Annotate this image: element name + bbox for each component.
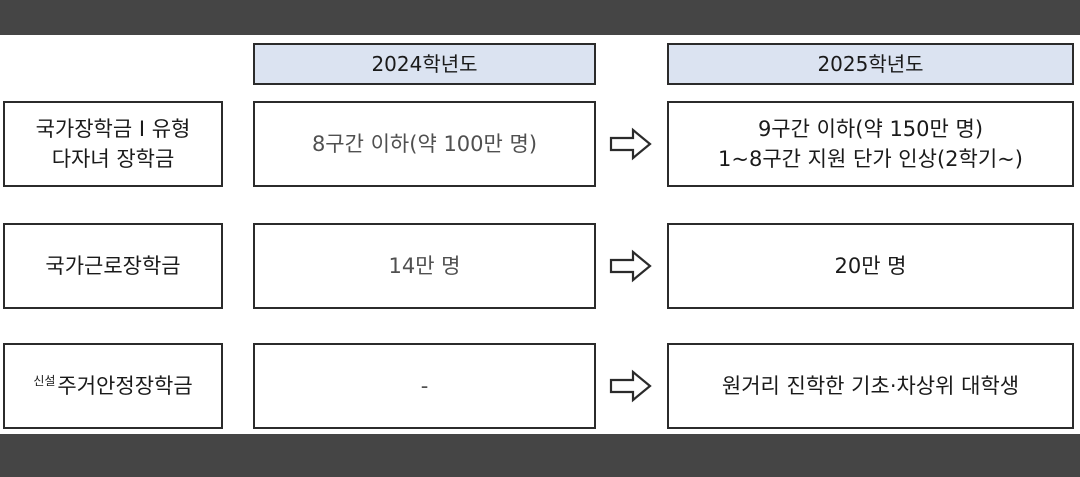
row-3-2024: - — [253, 343, 596, 429]
row-1-label: 국가장학금 I 유형 다자녀 장학금 — [3, 101, 223, 187]
row-2-label: 국가근로장학금 — [3, 223, 223, 309]
row-1-label-line-2: 다자녀 장학금 — [51, 147, 175, 171]
header-2025-label: 2025학년도 — [817, 52, 924, 76]
row-3-2025-line-1: 원거리 진학한 기초·차상위 대학생 — [721, 374, 1020, 398]
row-2-2025: 20만 명 — [667, 223, 1074, 309]
row-2-2024: 14만 명 — [253, 223, 596, 309]
row-1-2025-line-1: 9구간 이하(약 150만 명) — [757, 117, 984, 141]
row-1-2024-line-1: 8구간 이하(약 100만 명) — [311, 132, 538, 156]
row-3-2025: 원거리 진학한 기초·차상위 대학생 — [667, 343, 1074, 429]
row-1-label-line-1: 국가장학금 I 유형 — [35, 117, 191, 141]
row-2-2025-line-1: 20만 명 — [834, 254, 907, 278]
arrow-right-outline-icon — [609, 127, 652, 161]
row-2-2024-line-1: 14만 명 — [388, 254, 461, 278]
top-frame-bar — [0, 0, 1080, 35]
row-1-2024: 8구간 이하(약 100만 명) — [253, 101, 596, 187]
row-3-label-line-1: 신설주거안정장학금 — [33, 371, 192, 401]
row-1-2025: 9구간 이하(약 150만 명) 1~8구간 지원 단가 인상(2학기~) — [667, 101, 1074, 187]
bottom-frame-bar — [0, 434, 1080, 477]
new-tag: 신설 — [33, 374, 56, 388]
row-2-label-line-1: 국가근로장학금 — [45, 254, 181, 278]
header-2024-label: 2024학년도 — [371, 52, 478, 76]
row-3-label-text: 주거안정장학금 — [57, 374, 193, 398]
row-3-2024-line-1: - — [420, 374, 429, 398]
row-1-2025-line-2: 1~8구간 지원 단가 인상(2학기~) — [718, 147, 1023, 171]
arrow-right-outline-icon — [609, 369, 652, 403]
header-2025: 2025학년도 — [667, 43, 1074, 85]
arrow-right-outline-icon — [609, 249, 652, 283]
row-3-label: 신설주거안정장학금 — [3, 343, 223, 429]
header-2024: 2024학년도 — [253, 43, 596, 85]
